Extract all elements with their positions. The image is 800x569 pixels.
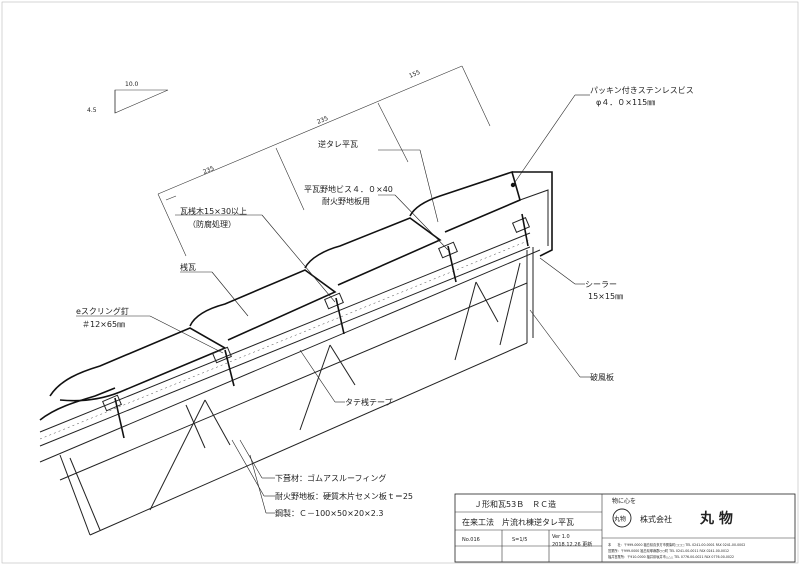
tile-courses bbox=[39, 170, 553, 421]
dimension-lines: 155 235 235 bbox=[157, 65, 491, 257]
dimension-235-low: 235 bbox=[202, 165, 215, 176]
label-spring-nail-size: ＃12×65㎜ bbox=[82, 320, 125, 329]
label-batten: 瓦桟木15×30以上 bbox=[180, 206, 247, 216]
company-prefix: 株式会社 bbox=[640, 514, 672, 524]
fire-board bbox=[39, 232, 531, 447]
company-seal bbox=[612, 508, 632, 528]
revision-date: 2018.12.26 更新 bbox=[552, 541, 592, 548]
label-sealer: シーラー bbox=[585, 280, 617, 289]
office-line-1: 本 社：〒999-0000 福島県喜多方市関柴町□□□ TEL 0241-00-… bbox=[608, 542, 745, 547]
office-line-2: 営業所：〒999-0000 福島県耶麻郡○○町 TEL 0241-00-0011… bbox=[608, 548, 729, 553]
fasteners bbox=[114, 182, 529, 439]
version: Ver 1.0 bbox=[552, 534, 570, 540]
label-spring-nail: eスクリング釘 bbox=[76, 306, 129, 316]
label-underlay: 下葺材：ゴムアスルーフィング bbox=[275, 473, 386, 483]
slope-run-label: 10.0 bbox=[125, 81, 139, 88]
dimension-155: 155 bbox=[408, 69, 421, 80]
battens bbox=[102, 217, 531, 412]
title-line-1: Ｊ形和瓦53Ｂ ＲＣ造 bbox=[474, 499, 556, 509]
label-sealer-size: 15×15㎜ bbox=[588, 292, 623, 301]
label-verge-board: 破風板 bbox=[590, 372, 614, 382]
company-name: 丸 物 bbox=[699, 510, 733, 527]
label-stainless-screw-size: φ４．０×115㎜ bbox=[596, 98, 655, 107]
label-fire-board: 耐火野地板：硬質木片セメン板ｔ＝25 bbox=[275, 491, 413, 501]
steel-truss bbox=[39, 247, 541, 536]
title-block: Ｊ形和瓦53Ｂ ＲＣ造 在来工法 片流れ棟逆タレ平瓦 No.016 S=1/5 … bbox=[454, 493, 796, 563]
slope-indicator: 10.0 4.5 bbox=[87, 81, 169, 114]
label-tate-tape: タテ桟テープ bbox=[345, 397, 393, 407]
label-ridge-tile: 桟瓦 bbox=[180, 262, 196, 272]
annotations: パッキン付きステンレスビス φ４．０×115㎜ 逆タレ平瓦 平瓦野地ビス４．０×… bbox=[76, 85, 694, 518]
label-fire-board-use: 耐火野地板用 bbox=[322, 196, 370, 206]
slope-rise-label: 4.5 bbox=[87, 107, 97, 114]
label-batten-note: （防腐処理） bbox=[188, 219, 236, 229]
label-flat-tile-screw: 平瓦野地ビス４．０×40 bbox=[304, 184, 393, 194]
label-stainless-screw: パッキン付きステンレスビス bbox=[590, 85, 694, 95]
leader-lines bbox=[76, 94, 590, 514]
company-seal-char: 丸物 bbox=[614, 515, 626, 523]
company-slogan: 物に心を bbox=[612, 497, 636, 505]
office-line-3: 福井営業所：〒910-0000 福井県坂井市△△△ TEL 0776-00-00… bbox=[608, 554, 734, 559]
dimension-235-mid: 235 bbox=[316, 115, 329, 126]
title-line-2: 在来工法 片流れ棟逆タレ平瓦 bbox=[462, 517, 574, 527]
label-steel: 鋼製：Ｃ－100×50×20×2.3 bbox=[275, 508, 383, 518]
drawing-number: No.016 bbox=[462, 537, 480, 543]
scale: S=1/5 bbox=[512, 537, 527, 543]
label-reverse-tile: 逆タレ平瓦 bbox=[318, 139, 358, 149]
